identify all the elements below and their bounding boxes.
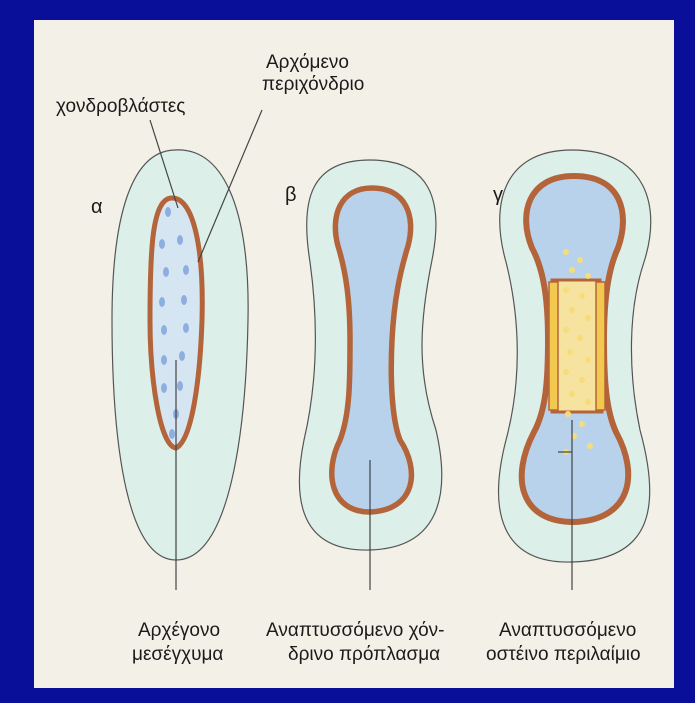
stage-a-figure (112, 150, 248, 560)
label-bone-collar-line2: οστέινο περιλαίμιο (486, 644, 641, 666)
stage-letter-b: β (285, 184, 297, 207)
label-chondroblasts: χονδροβλάστες (56, 96, 185, 118)
stage-letter-c: γ (493, 184, 503, 207)
label-cartilage-model-line1: Αναπτυσσόμενο χόν- (266, 620, 444, 642)
stage-c-collar-right (596, 282, 605, 410)
label-perichondrium-line2: περιχόνδριο (262, 74, 364, 96)
stage-letter-a: α (91, 196, 103, 219)
label-mesenchyme-line2: μεσέγχυμα (132, 644, 223, 666)
stage-c-figure (499, 150, 651, 562)
stage-c-collar-left (549, 282, 558, 410)
label-mesenchyme-line1: Αρχέγονο (138, 620, 220, 642)
label-perichondrium-line1: Αρχόμενο (266, 52, 349, 74)
label-bone-collar-line1: Αναπτυσσόμενο (499, 620, 636, 642)
stage-c-bone-collar (552, 280, 602, 412)
label-cartilage-model-line2: δρινο πρόπλασμα (288, 644, 440, 666)
